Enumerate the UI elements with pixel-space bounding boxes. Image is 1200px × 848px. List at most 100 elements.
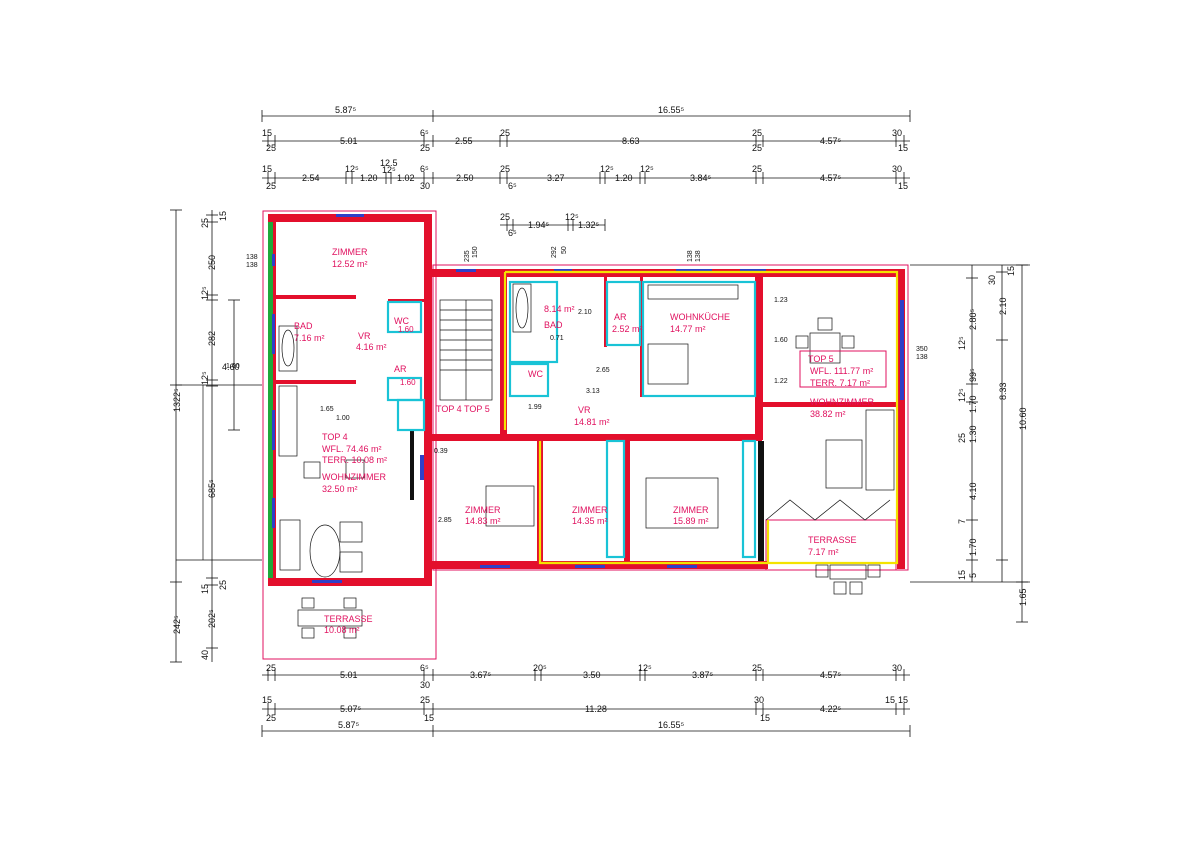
label-terr-top5: TERR. 7.17 m² (810, 378, 870, 388)
dim-top-row3-12: 6⁵ (508, 181, 517, 191)
dim-top-row2-2: 5.01 (340, 136, 358, 146)
label-ar-top5: AR (614, 312, 627, 322)
area-zimmer-top4: 12.52 m² (332, 259, 368, 269)
dim-bottom-row2-4: 15 (424, 713, 434, 723)
dim-left-3: 12⁵ (200, 286, 210, 300)
interior-12: 1.23 (774, 297, 788, 304)
label-wc-top5: WC (528, 369, 543, 379)
dim-bottom-row2-2: 5.07⁵ (340, 704, 362, 714)
dim-top-row2-11: 30 (892, 128, 902, 138)
interior-11: 1.99 (528, 404, 542, 411)
dim-top-row2-9: 25 (752, 143, 762, 153)
dim-top-row2-6: 25 (500, 128, 510, 138)
dim-top-row2-12: 15 (898, 143, 908, 153)
dim-right-10: 25 (957, 433, 967, 443)
area-vr-top4: 4.16 m² (356, 342, 387, 352)
dim-bottom-row1-4: 3.67⁵ (470, 670, 492, 680)
dim-right-7: 12⁵ (957, 388, 967, 402)
dim-right-14: 1.70 (968, 538, 978, 556)
area-wohnzimmer-top5: 38.82 m² (810, 409, 846, 419)
window-markers (312, 214, 904, 583)
label-stair: TOP 4 TOP 5 (436, 404, 490, 414)
label-zimmer-a: ZIMMER (465, 505, 501, 515)
area-terrasse-top4: 10.08 m² (324, 625, 360, 635)
dim-top-row3-4: 1.20 (360, 173, 378, 183)
dim-top-row3-8: 6⁵ (420, 164, 429, 174)
dim-left-0: 25 (200, 218, 210, 228)
label-terr-top4: TERR. 10.08 m² (322, 455, 387, 465)
dim-top-row3-3: 12⁵ (345, 164, 359, 174)
left-dimension-chains: 25 15 250 12⁵ 282 4.60 12⁵ 1322⁵ 685⁵ 15… (170, 209, 262, 663)
dim-bottom-row1-3: 30 (420, 680, 430, 690)
dim-bottom-row2-8: 4.22⁵ (820, 704, 842, 714)
dim-right-3: 2.10 (998, 297, 1008, 315)
area-wc-top4: 1.60 (398, 325, 414, 334)
dim-top-row3-7: 1.02 (397, 173, 415, 183)
area-zimmer-c: 15.89 m² (673, 516, 709, 526)
dim-right-8: 8.33 (998, 382, 1008, 400)
dim-right-13: 7 (957, 519, 967, 524)
interior-5: 1.00 (336, 415, 350, 422)
dim-left-12: 202⁵ (207, 609, 217, 628)
dim-top-row3-21: 15 (898, 181, 908, 191)
dim-left-5: 4.60 (222, 362, 240, 372)
dim-bottom-row1-1: 5.01 (340, 670, 358, 680)
dim-right-0: 30 (987, 275, 997, 285)
dim-top-row2-5: 2.55 (455, 136, 473, 146)
room-labels: ZIMMER 12.52 m² BAD 7.16 m² WC 1.60 VR 4… (294, 247, 887, 635)
opening-e: 292 (551, 246, 558, 258)
interior-6: 0.39 (434, 448, 448, 455)
label-zimmer-top4: ZIMMER (332, 247, 368, 257)
opening-i: 350 (916, 346, 928, 353)
dim-bottom-row2-9: 15 (885, 695, 895, 705)
dim-right-1: 15 (1006, 266, 1016, 276)
dim-bottom-row1-8: 3.87⁵ (692, 670, 714, 680)
interior-10: 1.60 (226, 363, 240, 370)
dim-left-11: 242⁵ (172, 615, 182, 634)
bottom-dimension-chains: 25 5.01 6⁵ 30 3.67⁵ 20⁵ 3.50 12⁵ 3.87⁵ 2… (261, 663, 911, 737)
label-wfl-top4: WFL. 74.46 m² (322, 444, 382, 454)
right-dimension-chains: 30 15 2.80⁵ 2.10 12⁵ 99⁵ 1.70 12⁵ 8.33 1… (910, 264, 1030, 623)
opening-j: 138 (916, 354, 928, 361)
area-ar-top4: 1.60 (400, 378, 416, 387)
dim-bottom-row2-3: 25 (420, 695, 430, 705)
dim-right-2: 2.80⁵ (968, 308, 978, 330)
furniture (278, 283, 895, 639)
label-vr-top5: VR (578, 405, 591, 415)
dim-top-row1-b: 16.55⁵ (658, 105, 685, 115)
label-zimmer-c: ZIMMER (673, 505, 709, 515)
label-bad-top4: BAD (294, 321, 313, 331)
dim-right-15: 15 (957, 570, 967, 580)
dim-top-row2-4: 25 (420, 143, 430, 153)
dim-bottom-row2-6: 30 (754, 695, 764, 705)
cyan-room-outlines (386, 280, 757, 559)
interior-7: 2.85 (438, 517, 452, 524)
opening-c: 235 (464, 250, 471, 262)
dim-bottom-row1-9: 25 (752, 663, 762, 673)
label-terrasse-top4: TERRASSE (324, 614, 373, 624)
dim-top-row2-1: 25 (266, 143, 276, 153)
dim-top-row4-0: 25 (500, 212, 510, 222)
dim-top-row4-1: 6⁵ (508, 228, 517, 238)
interior-9: 1.22 (774, 378, 788, 385)
dim-left-10: 25 (218, 580, 228, 590)
dim-top-row3-20: 30 (892, 164, 902, 174)
area-wohnkueche: 14.77 m² (670, 324, 706, 334)
area-ar-top5: 2.52 m² (612, 324, 643, 334)
dim-top-row2-3: 6⁵ (420, 128, 429, 138)
dim-bottom-row2-7: 15 (760, 713, 770, 723)
area-wohnzimmer-top4: 32.50 m² (322, 484, 358, 494)
interior-0: 2.10 (578, 309, 592, 316)
label-wohnzimmer-top5: WOHNZIMMER (810, 397, 874, 407)
opening-a: 138 (246, 254, 258, 261)
area-terrasse-top5: 7.17 m² (808, 547, 839, 557)
dim-left-8: 685⁵ (207, 479, 217, 498)
dim-bottom-row1-6: 3.50 (583, 670, 601, 680)
label-vr-top4: VR (358, 331, 371, 341)
area-zimmer-b: 14.35 m² (572, 516, 608, 526)
dim-top-row2-7: 8.63 (622, 136, 640, 146)
interior-4: 1.65 (320, 406, 334, 413)
dim-bottom-row1-11: 30 (892, 663, 902, 673)
dim-left-7: 1322⁵ (172, 388, 182, 412)
dim-bottom-row1-7: 12⁵ (638, 663, 652, 673)
